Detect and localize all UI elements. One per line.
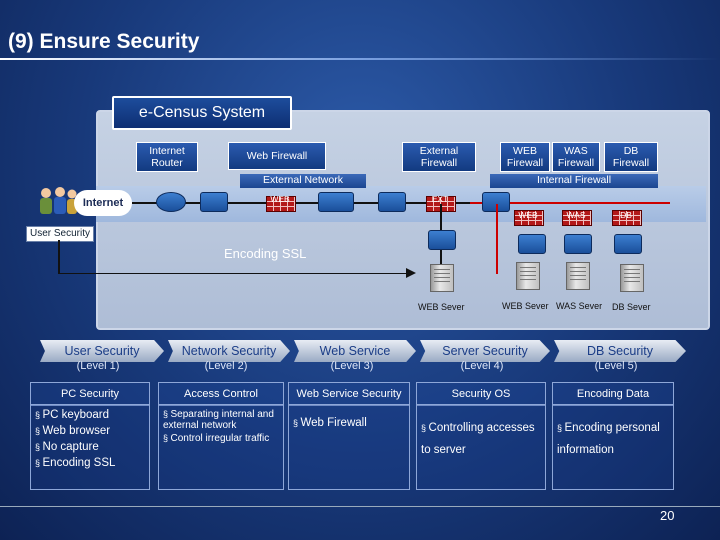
encoding-data-list: Encoding personal information (552, 404, 674, 490)
list-item: No capture (35, 441, 149, 453)
internet-router-label: Internet Router (136, 142, 198, 172)
was-server-label: WAS Sever (556, 301, 603, 311)
internet-cloud: Internet (74, 190, 132, 216)
link-internal (496, 204, 498, 274)
level-3-arrow: Web Service (294, 340, 416, 362)
security-os-list: Controlling accesses to server (416, 404, 546, 490)
fw-label-ext: EXT (431, 194, 449, 204)
encoding-ssl-line (58, 273, 412, 274)
db-firewall-header: DB Firewall (604, 142, 658, 172)
load-balancer-icon (318, 192, 354, 212)
list-item: Separating internal and external network (163, 409, 283, 431)
db-firewall-icon (612, 210, 642, 226)
encoding-data-header: Encoding Data (552, 382, 674, 406)
user-security-label: User Security (26, 226, 94, 242)
web-server-icon (430, 264, 454, 292)
web-switch-icon (518, 234, 546, 254)
web-service-security-list: Web Firewall (288, 404, 410, 490)
internal-firewall-label: Internal Firewall (490, 174, 658, 188)
user-link-vertical (58, 240, 60, 274)
web-firewall-icon (266, 196, 296, 212)
was-switch-icon (564, 234, 592, 254)
fw-label-web: WEB (270, 194, 290, 204)
was-firewall-icon (562, 210, 592, 226)
router-icon (156, 192, 186, 212)
db-server-icon (620, 264, 644, 292)
web-server-internal-icon (516, 262, 540, 290)
pc-security-list: PC keyboard Web browser No capture Encod… (30, 404, 150, 490)
external-network-label: External Network (240, 174, 366, 188)
level-2-number: (Level 2) (204, 360, 248, 372)
web-internal-firewall-icon (514, 210, 544, 226)
level-1-arrow: User Security (40, 340, 164, 362)
system-title: e-Census System (112, 96, 292, 130)
fw-label-was: WAS (566, 210, 586, 220)
list-item: Encoding SSL (35, 457, 149, 469)
level-3-number: (Level 3) (330, 360, 374, 372)
server-switch-icon (428, 230, 456, 250)
list-item: Web Firewall (293, 417, 409, 429)
list-item: PC keyboard (35, 409, 149, 421)
list-item: Controlling accesses to server (421, 417, 545, 461)
level-5-arrow: DB Security (554, 340, 686, 362)
switch-icon (200, 192, 228, 212)
db-server-label: DB Sever (612, 302, 651, 312)
web-firewall-label: Web Firewall (228, 142, 326, 170)
hub-icon (378, 192, 406, 212)
level-5-number: (Level 5) (594, 360, 638, 372)
web-firewall-header: WEB Firewall (500, 142, 550, 172)
page-title: (9) Ensure Security (8, 30, 200, 53)
external-network-line (132, 202, 488, 204)
list-item: Web browser (35, 425, 149, 437)
fw-label-db: DB (620, 210, 632, 220)
web-server-internal-label: WEB Sever (502, 301, 549, 311)
external-firewall-label: External Firewall (402, 142, 476, 172)
internal-network-line (470, 202, 670, 204)
level-2-arrow: Network Security (168, 340, 290, 362)
was-server-icon (566, 262, 590, 290)
db-switch-icon (614, 234, 642, 254)
access-control-header: Access Control (158, 382, 284, 406)
title-underline (0, 58, 720, 60)
fw-label-web-internal: WEB (518, 210, 538, 220)
web-service-security-header: Web Service Security (288, 382, 410, 406)
was-firewall-header: WAS Firewall (552, 142, 600, 172)
level-4-arrow: Server Security (420, 340, 550, 362)
ssl-arrow-icon (406, 268, 416, 278)
pc-security-header: PC Security (30, 382, 150, 406)
footer-divider (0, 506, 720, 507)
access-control-list: Separating internal and external network… (158, 404, 284, 490)
link-switch-server (440, 250, 442, 264)
level-4-number: (Level 4) (460, 360, 504, 372)
link-ext-switch (440, 204, 442, 230)
security-os-header: Security OS (416, 382, 546, 406)
list-item: Control irregular traffic (163, 433, 283, 444)
page-number: 20 (660, 508, 675, 523)
list-item: Encoding personal information (557, 417, 673, 461)
level-1-number: (Level 1) (76, 360, 120, 372)
web-server-label: WEB Sever (418, 302, 465, 312)
encoding-ssl-label: Encoding SSL (224, 246, 307, 261)
